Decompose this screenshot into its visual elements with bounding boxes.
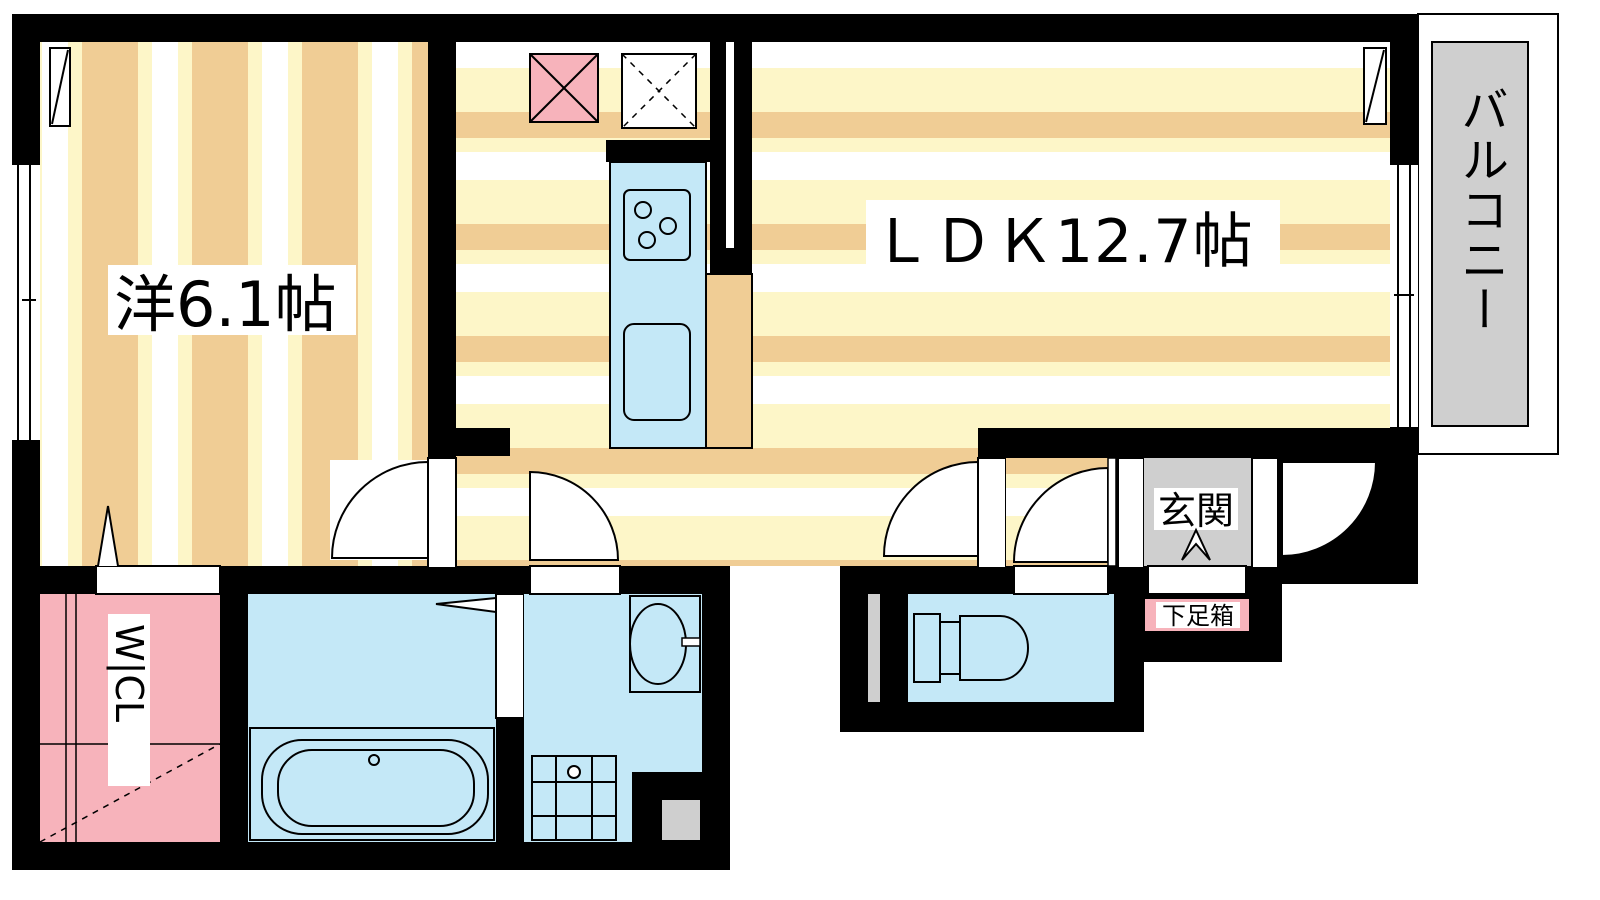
sink-icon [623, 323, 691, 421]
entrance-label: 玄関 [1158, 489, 1234, 533]
western-label-bg [108, 265, 356, 335]
pipe-space [662, 800, 700, 840]
washer-space-icon [621, 53, 697, 129]
bathtub-icon [249, 727, 495, 841]
toilet-door [1006, 457, 1117, 595]
wcl-details [39, 594, 221, 843]
washroom-door [529, 470, 621, 595]
ldk-balcony-window [1390, 165, 1418, 427]
shoe-cabinet [1143, 597, 1251, 633]
entrance-area [1117, 457, 1378, 595]
washbasin-icon [629, 595, 701, 693]
kitchen-counter-top-wall [606, 140, 710, 162]
ldk-room-label: ＬＤＫ12.7帖 [872, 207, 1254, 277]
washing-machine-icon [531, 755, 617, 841]
hallway-gap [730, 566, 840, 594]
balcony-label: バルコニー [1452, 85, 1508, 335]
hall-closet-door [880, 457, 1007, 569]
western-room-door [330, 457, 457, 569]
fridge-icon [529, 53, 599, 123]
toilet-side-window [868, 594, 880, 702]
wall-stub [428, 428, 510, 456]
ldk-label-bg [866, 200, 1280, 272]
toilet-icon [913, 613, 1029, 683]
ac-unit-icon [49, 47, 71, 127]
stove-icon [623, 189, 691, 261]
ldk-notch-wall [978, 428, 1418, 458]
western-room-label: 洋6.1帖 [114, 268, 337, 341]
ldk-ac-unit-icon [1363, 47, 1387, 125]
wcl-label: W|CL [106, 624, 151, 722]
kitchen-partition-gap [726, 42, 734, 248]
balcony: バルコニー [1417, 13, 1559, 455]
shoe-cabinet-label: 下足箱 [1162, 602, 1234, 630]
wcl-door [95, 505, 221, 595]
western-window [12, 165, 40, 440]
